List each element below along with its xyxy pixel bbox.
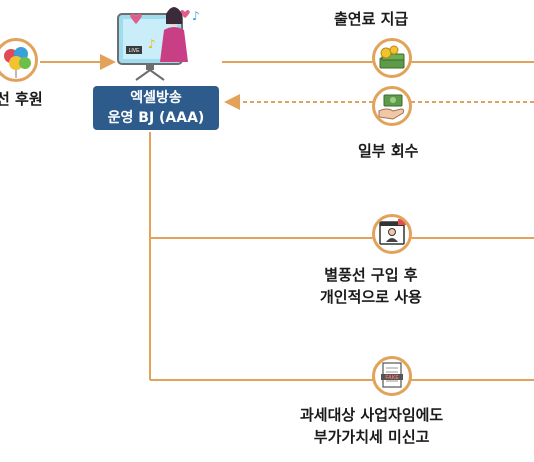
fake-document-icon: FAKE (372, 356, 412, 396)
svg-text:♪: ♪ (148, 37, 156, 51)
flow-vat-label: 과세대상 사업자임에도 부가가치세 미신고 (300, 404, 443, 448)
flow-personal-use-line-2: 개인적으로 사용 (320, 288, 422, 306)
flow-vat-line-1: 과세대상 사업자임에도 (300, 406, 444, 424)
streamer-screen-icon (372, 214, 412, 254)
money-stack-icon (372, 38, 412, 78)
hand-money-icon (372, 86, 412, 126)
fake-stamp-text: FAKE (385, 375, 399, 381)
bj-box: 엑셀방송 운영 BJ (AAA) (93, 86, 219, 130)
donor-label: 선 후원 (0, 90, 43, 108)
svg-text:♪: ♪ (192, 9, 200, 23)
svg-text:LIVE: LIVE (129, 48, 141, 54)
flow-appearance-fee-label: 출연료 지급 (334, 10, 409, 28)
balloon-icon (0, 38, 38, 82)
flow-recovery-label: 일부 회수 (358, 142, 419, 160)
bj-subtitle: 운영 BJ (AAA) (107, 110, 205, 126)
flow-vat-line-2: 부가가치세 미신고 (313, 428, 430, 446)
streamer-illustration: LIVE ♪ ♪ (110, 0, 210, 84)
bj-title: 엑셀방송 (130, 90, 182, 106)
flow-personal-use-line-1: 별풍선 구입 후 (324, 266, 418, 284)
flow-personal-use-label: 별풍선 구입 후 개인적으로 사용 (320, 264, 422, 308)
